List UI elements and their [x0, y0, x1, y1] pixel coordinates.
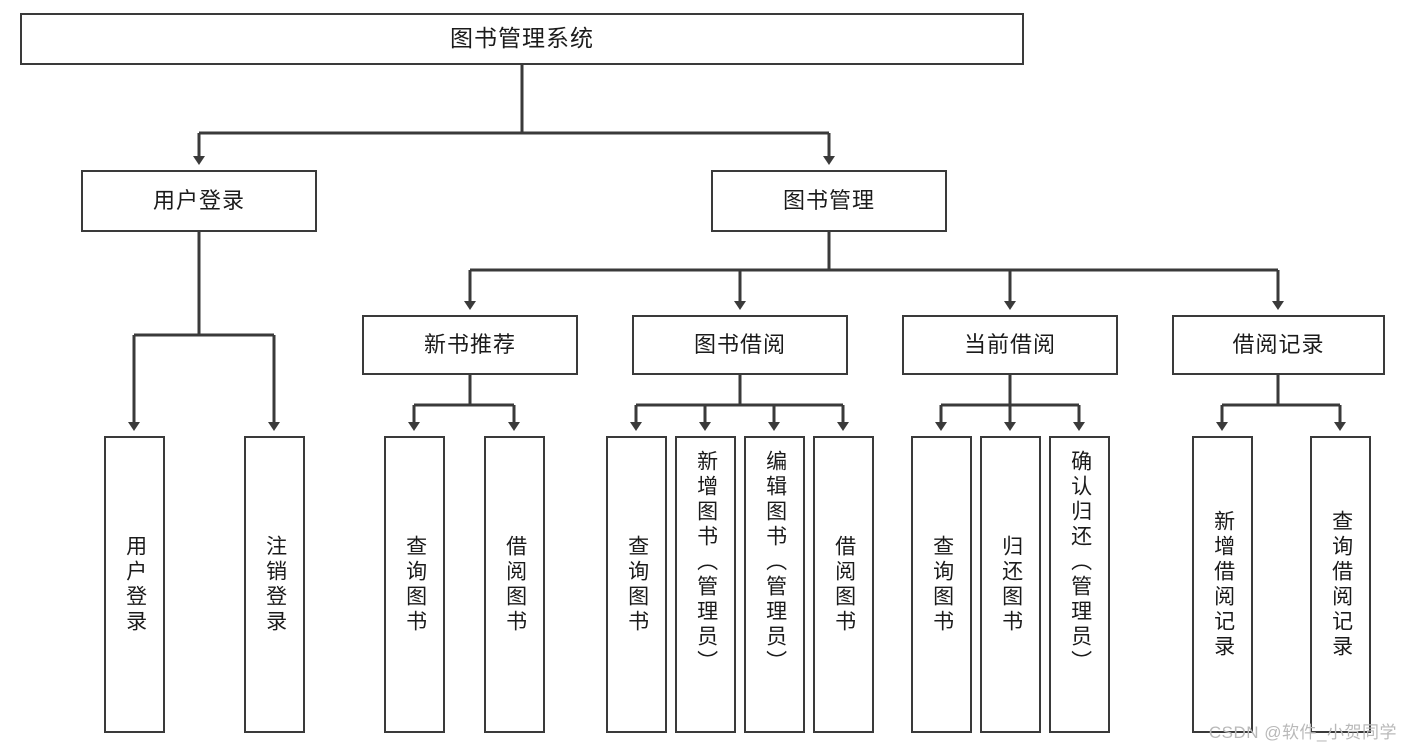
node-leaf-add-borrow-record[interactable]: 新增借阅记录	[1192, 436, 1253, 733]
node-leaf-borrow-book[interactable]: 借阅图书	[813, 436, 874, 733]
node-leaf-query-borrow-record[interactable]: 查询借阅记录	[1310, 436, 1371, 733]
node-label: 编辑图书（管理员）	[763, 450, 787, 675]
node-new-book-recommend[interactable]: 新书推荐	[362, 315, 578, 375]
node-leaf-edit-book-admin[interactable]: 编辑图书（管理员）	[744, 436, 805, 733]
node-book-management[interactable]: 图书管理	[711, 170, 947, 232]
node-label: 用户登录	[152, 187, 245, 213]
csdn-watermark: CSDN @软件_小贺同学	[1208, 723, 1397, 742]
node-label: 确认归还（管理员）	[1068, 450, 1092, 675]
node-leaf-query-book-current[interactable]: 查询图书	[911, 436, 972, 733]
node-label: 借阅图书	[832, 534, 856, 635]
node-leaf-confirm-return-admin[interactable]: 确认归还（管理员）	[1049, 436, 1110, 733]
node-current-borrow[interactable]: 当前借阅	[902, 315, 1118, 375]
node-label: 图书管理	[782, 187, 875, 213]
node-label: 归还图书	[999, 534, 1023, 635]
node-leaf-borrow-book-recommend[interactable]: 借阅图书	[484, 436, 545, 733]
node-label: 当前借阅	[963, 331, 1056, 357]
node-label: 新增图书（管理员）	[694, 450, 718, 675]
node-leaf-query-book-borrow[interactable]: 查询图书	[606, 436, 667, 733]
node-leaf-logout[interactable]: 注销登录	[244, 436, 305, 733]
node-label: 查询图书	[403, 534, 427, 635]
node-label: 新书推荐	[423, 331, 516, 357]
node-label: 用户登录	[123, 534, 147, 635]
node-leaf-return-book[interactable]: 归还图书	[980, 436, 1041, 733]
node-leaf-add-book-admin[interactable]: 新增图书（管理员）	[675, 436, 736, 733]
node-label: 新增借阅记录	[1211, 509, 1235, 660]
node-label: 注销登录	[263, 534, 287, 635]
node-leaf-user-login[interactable]: 用户登录	[104, 436, 165, 733]
node-label: 图书管理系统	[450, 25, 594, 52]
node-root-book-management-system[interactable]: 图书管理系统	[20, 13, 1024, 65]
node-book-borrow[interactable]: 图书借阅	[632, 315, 848, 375]
node-leaf-query-book-recommend[interactable]: 查询图书	[384, 436, 445, 733]
node-borrow-record[interactable]: 借阅记录	[1172, 315, 1385, 375]
node-label: 图书借阅	[693, 331, 786, 357]
node-user-login[interactable]: 用户登录	[81, 170, 317, 232]
node-label: 查询图书	[625, 534, 649, 635]
node-label: 查询图书	[930, 534, 954, 635]
node-label: 查询借阅记录	[1329, 509, 1353, 660]
node-label: 借阅记录	[1232, 331, 1325, 357]
node-label: 借阅图书	[503, 534, 527, 635]
